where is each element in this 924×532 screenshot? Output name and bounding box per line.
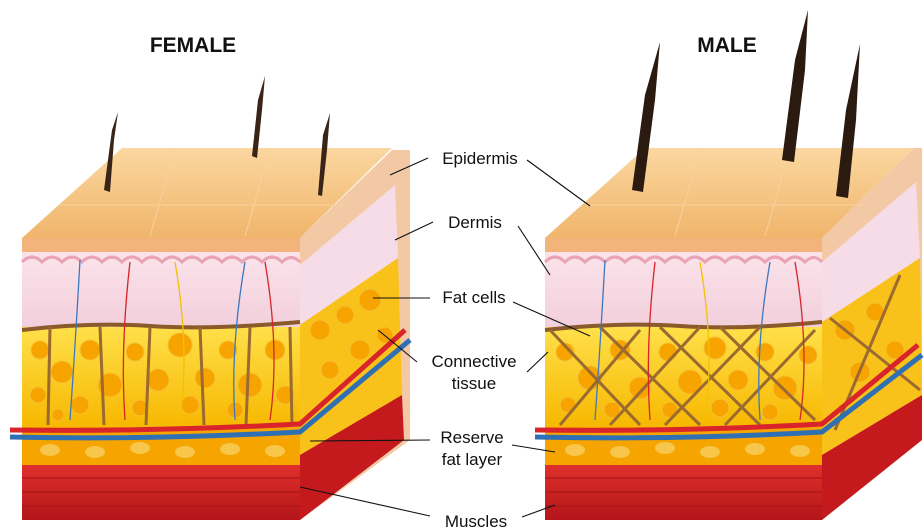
male-epidermis-front [545, 238, 822, 252]
label-connective-line2: tissue [452, 374, 496, 393]
female-dermis-front [22, 252, 300, 327]
male-skin-block [535, 10, 922, 520]
female-title: FEMALE [150, 34, 236, 57]
label-fat-cells: Fat cells [442, 288, 505, 307]
female-epidermis-front [22, 238, 300, 252]
label-muscles: Muscles [445, 512, 507, 531]
male-dermis-front [545, 252, 822, 327]
female-skin-block [10, 76, 410, 520]
label-epidermis: Epidermis [442, 149, 518, 168]
label-connective-line1: Connective [431, 352, 516, 371]
male-title: MALE [697, 34, 757, 57]
label-reserve-line2: fat layer [442, 450, 503, 469]
label-dermis: Dermis [448, 213, 502, 232]
label-reserve-line1: Reserve [440, 428, 503, 447]
